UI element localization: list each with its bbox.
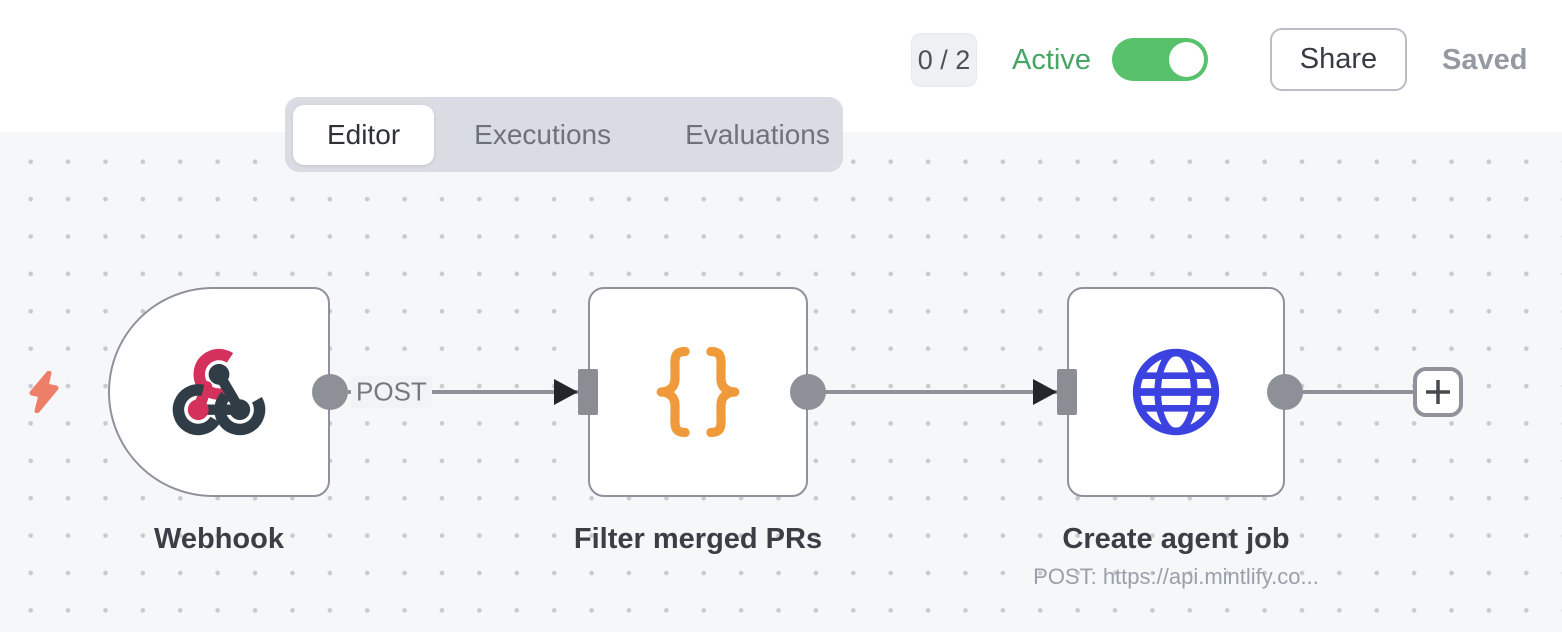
issues-counter-badge: 0 / 2 xyxy=(911,33,977,87)
node-subtitle-http: POST: https://api.mintlify.co... xyxy=(1033,564,1319,589)
active-toggle[interactable] xyxy=(1112,38,1208,81)
output-port-webhook[interactable] xyxy=(312,374,348,410)
input-port-filter[interactable] xyxy=(578,369,598,415)
tab-editor[interactable]: Editor xyxy=(293,104,435,165)
node-label-http: Create agent job xyxy=(1062,523,1290,555)
webhook-icon xyxy=(167,340,271,444)
braces-icon xyxy=(650,346,746,438)
toggle-knob xyxy=(1169,42,1204,77)
trigger-bolt-icon xyxy=(24,370,64,418)
edge-arrowhead xyxy=(554,379,578,405)
issues-counter-text: 0 / 2 xyxy=(917,44,971,75)
input-port-http[interactable] xyxy=(1057,369,1077,415)
plus-icon xyxy=(1426,380,1450,404)
tab-executions[interactable]: Executions xyxy=(474,118,612,150)
output-port-http[interactable] xyxy=(1267,374,1303,410)
output-port-filter[interactable] xyxy=(790,374,826,410)
edge-webhook-filter xyxy=(347,390,578,394)
globe-icon xyxy=(1128,344,1224,440)
saved-status: Saved xyxy=(1442,43,1528,76)
edge-label-post: POST xyxy=(351,375,432,409)
node-label-webhook: Webhook xyxy=(154,523,284,555)
tab-evaluations[interactable]: Evaluations xyxy=(685,118,830,150)
node-filter-merged-prs[interactable] xyxy=(588,287,808,497)
edge-http-add xyxy=(1302,390,1415,394)
node-create-agent-job[interactable] xyxy=(1067,287,1285,497)
view-tabbar: Editor Executions Evaluations xyxy=(285,97,843,172)
active-label: Active xyxy=(1012,43,1091,76)
node-label-filter: Filter merged PRs xyxy=(573,523,823,555)
node-webhook[interactable] xyxy=(108,287,330,497)
share-button[interactable]: Share xyxy=(1270,28,1407,91)
edge-arrowhead xyxy=(1033,379,1057,405)
edge-filter-http xyxy=(825,390,1057,394)
add-node-button[interactable] xyxy=(1413,367,1463,417)
